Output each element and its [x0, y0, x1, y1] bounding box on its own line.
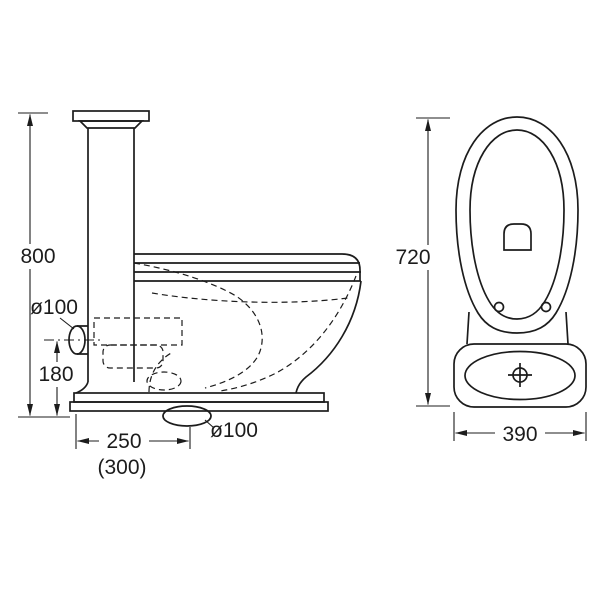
dim-depth-label: 720	[395, 246, 430, 269]
plan-view	[453, 116, 587, 408]
side-view-dimensions	[15, 112, 215, 453]
dim-width-label: 390	[502, 423, 537, 446]
dim-outlet-setout-label: 250	[106, 430, 141, 453]
hidden-outlet-ring	[146, 371, 182, 391]
plan-view-dimension-labels: 720 390	[395, 246, 537, 446]
hidden-trapway-outer	[133, 262, 263, 389]
dimension-label-bg	[388, 245, 438, 270]
side-elevation-view	[68, 110, 362, 427]
cistern-cap	[72, 110, 150, 122]
outlet-pipe-ellipse	[162, 405, 212, 427]
base-upper-band	[73, 392, 325, 403]
dim-outlet-setout-alt-label: (300)	[97, 456, 146, 479]
bowl-rim-top	[134, 253, 361, 271]
leader-line-outlet	[204, 419, 215, 429]
dimension-label-bg	[33, 362, 79, 387]
bowl-inner-rim	[469, 129, 565, 320]
base-foot-inner-ellipse	[464, 350, 576, 401]
drain-mark-cross	[508, 363, 532, 387]
dimension-label-bg	[495, 421, 545, 445]
hidden-bowl-inner	[219, 275, 357, 392]
leader-line-inlet	[59, 317, 75, 330]
side-view-dimension-labels: 800 ø100 180 250 (300) ø100	[20, 245, 257, 479]
seat-bolt-hole-right	[540, 301, 552, 313]
dimension-label-bg	[99, 430, 149, 453]
flush-fitting	[503, 223, 532, 251]
hidden-internal-lines	[93, 262, 357, 393]
dim-inlet-height-label: 180	[38, 363, 73, 386]
plan-view-dimensions	[388, 117, 587, 445]
hidden-trap-chamber	[102, 344, 164, 369]
dim-outlet-diameter-label: ø100	[210, 419, 258, 442]
bowl-outline	[295, 280, 362, 394]
dim-total-height-label: 800	[20, 245, 55, 268]
base-plinth	[69, 401, 329, 412]
seat-bolt-hole-left	[493, 301, 505, 313]
hidden-waterline	[151, 292, 349, 303]
base-foot-outline	[453, 343, 587, 408]
cistern-cap-molding	[77, 120, 145, 129]
bowl-base-connector-right	[565, 311, 569, 345]
bowl-outer-outline	[455, 116, 579, 334]
dim-inlet-diameter-label: ø100	[30, 296, 78, 319]
hidden-outlet-pipe	[148, 351, 174, 393]
hidden-inlet-chamber	[93, 317, 183, 346]
dimension-label-bg	[15, 244, 61, 269]
bowl-base-connector-left	[466, 311, 470, 345]
